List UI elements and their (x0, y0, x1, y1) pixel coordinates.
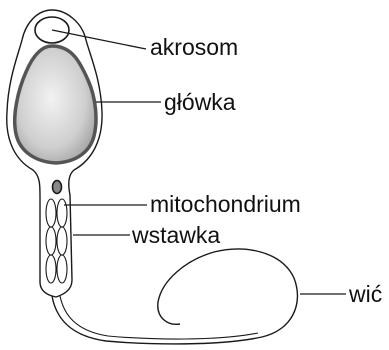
label-mitochondrion: mitochondrium (150, 191, 301, 217)
label-tail: wić (348, 281, 382, 307)
mitochondrion-r3 (57, 255, 67, 283)
mitochondrion-l3 (46, 255, 56, 283)
label-midpiece: wstawka (131, 222, 220, 248)
mitochondrion-l2 (46, 227, 56, 255)
mitochondria-group (46, 199, 67, 283)
mitochondrion-r1 (57, 199, 67, 227)
label-acrosome: akrosom (150, 34, 238, 60)
centriole (53, 181, 62, 194)
flagellum-inner (60, 296, 258, 339)
mitochondrion-l1 (46, 199, 56, 227)
label-head: główka (164, 89, 236, 115)
flagellum (52, 249, 297, 344)
leader-lines (52, 30, 346, 294)
mitochondrion-r2 (57, 227, 67, 255)
